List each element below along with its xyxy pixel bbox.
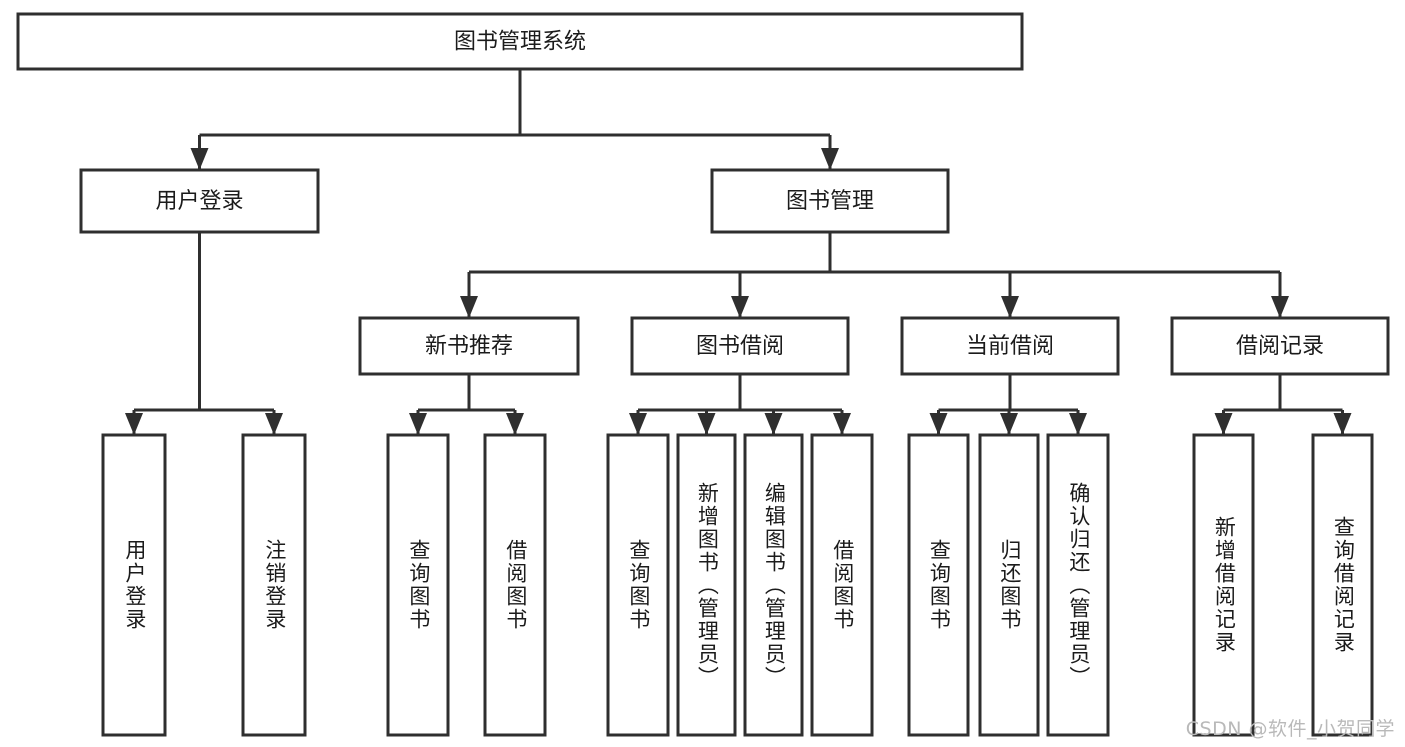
arrow-head-icon — [1333, 413, 1352, 435]
node-leaf-box-10[interactable] — [1046, 433, 1110, 737]
arrow-head-icon — [731, 296, 749, 318]
node-leaf-box-6[interactable] — [743, 433, 804, 737]
node-level2-label-0: 用户登录 — [155, 189, 243, 214]
node-root-label: 图书管理系统 — [454, 30, 586, 55]
node-leaf-box-0[interactable] — [101, 433, 167, 737]
arrow-head-icon — [821, 148, 839, 170]
arrow-head-icon — [190, 148, 209, 170]
node-level3-box-2[interactable] — [900, 316, 1120, 376]
node-level3-label-0: 新书推荐 — [425, 334, 513, 359]
node-level3-box-1[interactable] — [630, 316, 850, 376]
node-level3-label-1: 图书借阅 — [696, 334, 784, 359]
node-root-box[interactable] — [16, 12, 1024, 71]
node-leaf-box-1[interactable] — [241, 433, 307, 737]
arrow-head-icon — [1069, 413, 1087, 435]
node-level3-label-3: 借阅记录 — [1236, 334, 1324, 359]
node-leaf-box-11[interactable] — [1192, 433, 1255, 737]
node-leaf-box-5[interactable] — [676, 433, 737, 737]
boxes-layer — [16, 12, 1390, 737]
node-leaf-box-7[interactable] — [810, 433, 874, 737]
arrow-head-icon — [265, 413, 283, 435]
arrow-head-icon — [764, 413, 783, 435]
node-level3-box-0[interactable] — [358, 316, 580, 376]
node-leaf-box-2[interactable] — [386, 433, 450, 737]
arrow-head-icon — [697, 413, 716, 435]
node-leaf-box-9[interactable] — [978, 433, 1040, 737]
arrow-head-icon — [125, 413, 143, 435]
arrow-head-icon — [929, 413, 948, 435]
arrow-head-icon — [1214, 413, 1233, 435]
node-leaf-box-12[interactable] — [1311, 433, 1374, 737]
arrow-head-icon — [1001, 296, 1019, 318]
node-leaf-box-3[interactable] — [483, 433, 547, 737]
node-level2-label-1: 图书管理 — [786, 189, 874, 214]
arrow-head-icon — [1000, 413, 1018, 435]
node-level2-box-0[interactable] — [79, 168, 320, 234]
arrow-head-icon — [460, 296, 478, 318]
node-level2-box-1[interactable] — [710, 168, 950, 234]
arrow-head-icon — [506, 413, 524, 435]
node-leaf-box-4[interactable] — [606, 433, 670, 737]
connectors-layer — [125, 69, 1352, 435]
node-level3-box-3[interactable] — [1170, 316, 1390, 376]
node-leaf-box-8[interactable] — [907, 433, 970, 737]
node-level3-label-2: 当前借阅 — [966, 334, 1054, 359]
arrow-head-icon — [833, 413, 851, 435]
arrow-head-icon — [1271, 296, 1289, 318]
watermark-text: CSDN @软件_小贺同学 — [1185, 718, 1395, 740]
arrow-head-icon — [409, 413, 427, 435]
arrow-head-icon — [629, 413, 647, 435]
